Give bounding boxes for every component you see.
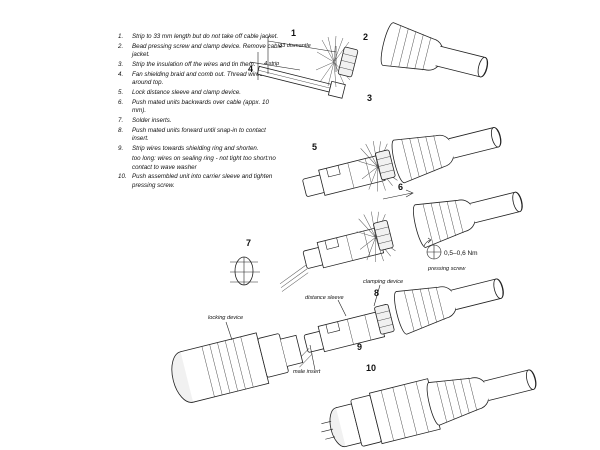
step-number-2: 2 (363, 32, 368, 42)
instruction-step: 1.Strip to 33 mm length but do not take … (118, 33, 279, 40)
instruction-step: 2.Bead pressing screw and clamp device. … (118, 42, 283, 59)
step-number-9: 9 (357, 342, 362, 352)
torque-value: 0,5–0,6 Nm (444, 250, 478, 257)
instruction-step: 8.Push mated units forward until snap-in… (118, 127, 266, 143)
instruction-step: 5.Lock distance sleeve and clamp device. (118, 89, 242, 97)
label-clamping-device: clamping device (363, 279, 403, 285)
assembly-step-1-4 (249, 21, 490, 99)
step-number-3: 3 (367, 93, 372, 103)
label-distance-sleeve: distance sleeve (305, 295, 344, 301)
label-male-insert: male insert (293, 369, 321, 375)
assembly-step-6 (279, 190, 525, 292)
assembly-step-10 (321, 368, 539, 448)
torque-wrench-icon (423, 237, 442, 260)
step-number-7: 7 (246, 238, 251, 248)
assembly-step-5 (302, 126, 504, 197)
instruction-step: 3.Strip the insulation off the wires and… (118, 61, 256, 69)
step-number-8: 8 (374, 288, 379, 298)
label-pressing-screw: pressing screw (427, 266, 466, 272)
dimension-4: 4 strip (264, 61, 279, 67)
male-insert-drawing (230, 256, 260, 286)
instruction-step: 7.Solder inserts. (118, 117, 172, 125)
instruction-step: 10.Push assembled unit into carrier slee… (118, 173, 273, 189)
step-number-1: 1 (291, 28, 296, 38)
step-number-6: 6 (398, 182, 403, 192)
instruction-step: 4.Fan shielding braid and comb out. Thre… (118, 70, 263, 87)
instruction-step: 9.Strip wires towards shielding ring and… (118, 145, 259, 153)
locking-device-drawing (171, 332, 304, 403)
step-number-4: 4 (248, 64, 253, 74)
step-number-5: 5 (312, 142, 317, 152)
instruction-step: too long: wires on sealing ring - not ti… (132, 155, 276, 171)
instruction-step: 6.Push mated units backwards over cable … (118, 99, 269, 115)
instruction-list: 1.Strip to 33 mm length but do not take … (118, 33, 283, 192)
label-locking-device: locking device (208, 315, 243, 321)
dimension-33: 33 dismantle (279, 43, 311, 49)
step-number-10: 10 (366, 363, 376, 373)
